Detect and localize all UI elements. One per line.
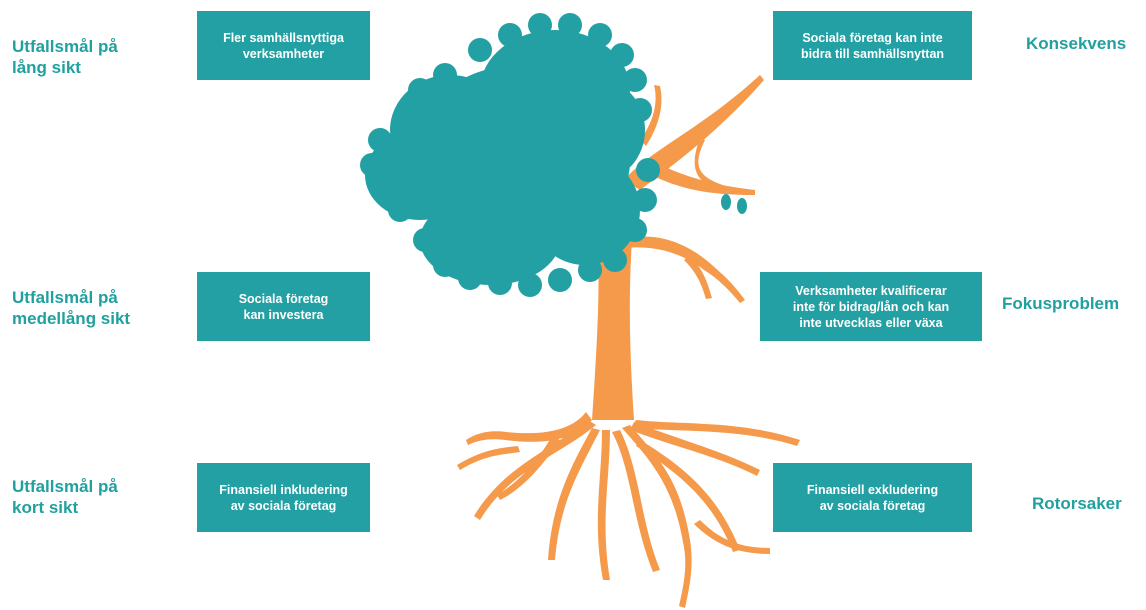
label-root-causes: Rotorsaker bbox=[1032, 494, 1122, 513]
box-financial-inclusion: Finansiell inkludering av sociala företa… bbox=[197, 463, 370, 532]
label-medium-term-outcome: Utfallsmål på medellång sikt bbox=[12, 288, 131, 328]
tree-foliage bbox=[360, 13, 747, 297]
box-not-qualify-for-grants: Verksamheter kvalificerar inte för bidra… bbox=[760, 272, 982, 341]
box-cannot-contribute: Sociala företag kan inte bidra till samh… bbox=[773, 11, 972, 80]
label-consequence: Konsekvens bbox=[1026, 34, 1127, 53]
label-short-term-outcome: Utfallsmål på kort sikt bbox=[12, 477, 118, 517]
label-focus-problem: Fokusproblem bbox=[1002, 294, 1120, 313]
label-long-term-outcome: Utfallsmål på lång sikt bbox=[12, 37, 118, 77]
box-financial-exclusion: Finansiell exkludering av sociala företa… bbox=[773, 463, 972, 532]
box-social-enterprises-can-invest: Sociala företag kan investera bbox=[197, 272, 370, 341]
tree-trunk-and-branches bbox=[457, 75, 800, 608]
box-more-beneficial-businesses: Fler samhällsnyttiga verksamheter bbox=[197, 11, 370, 80]
